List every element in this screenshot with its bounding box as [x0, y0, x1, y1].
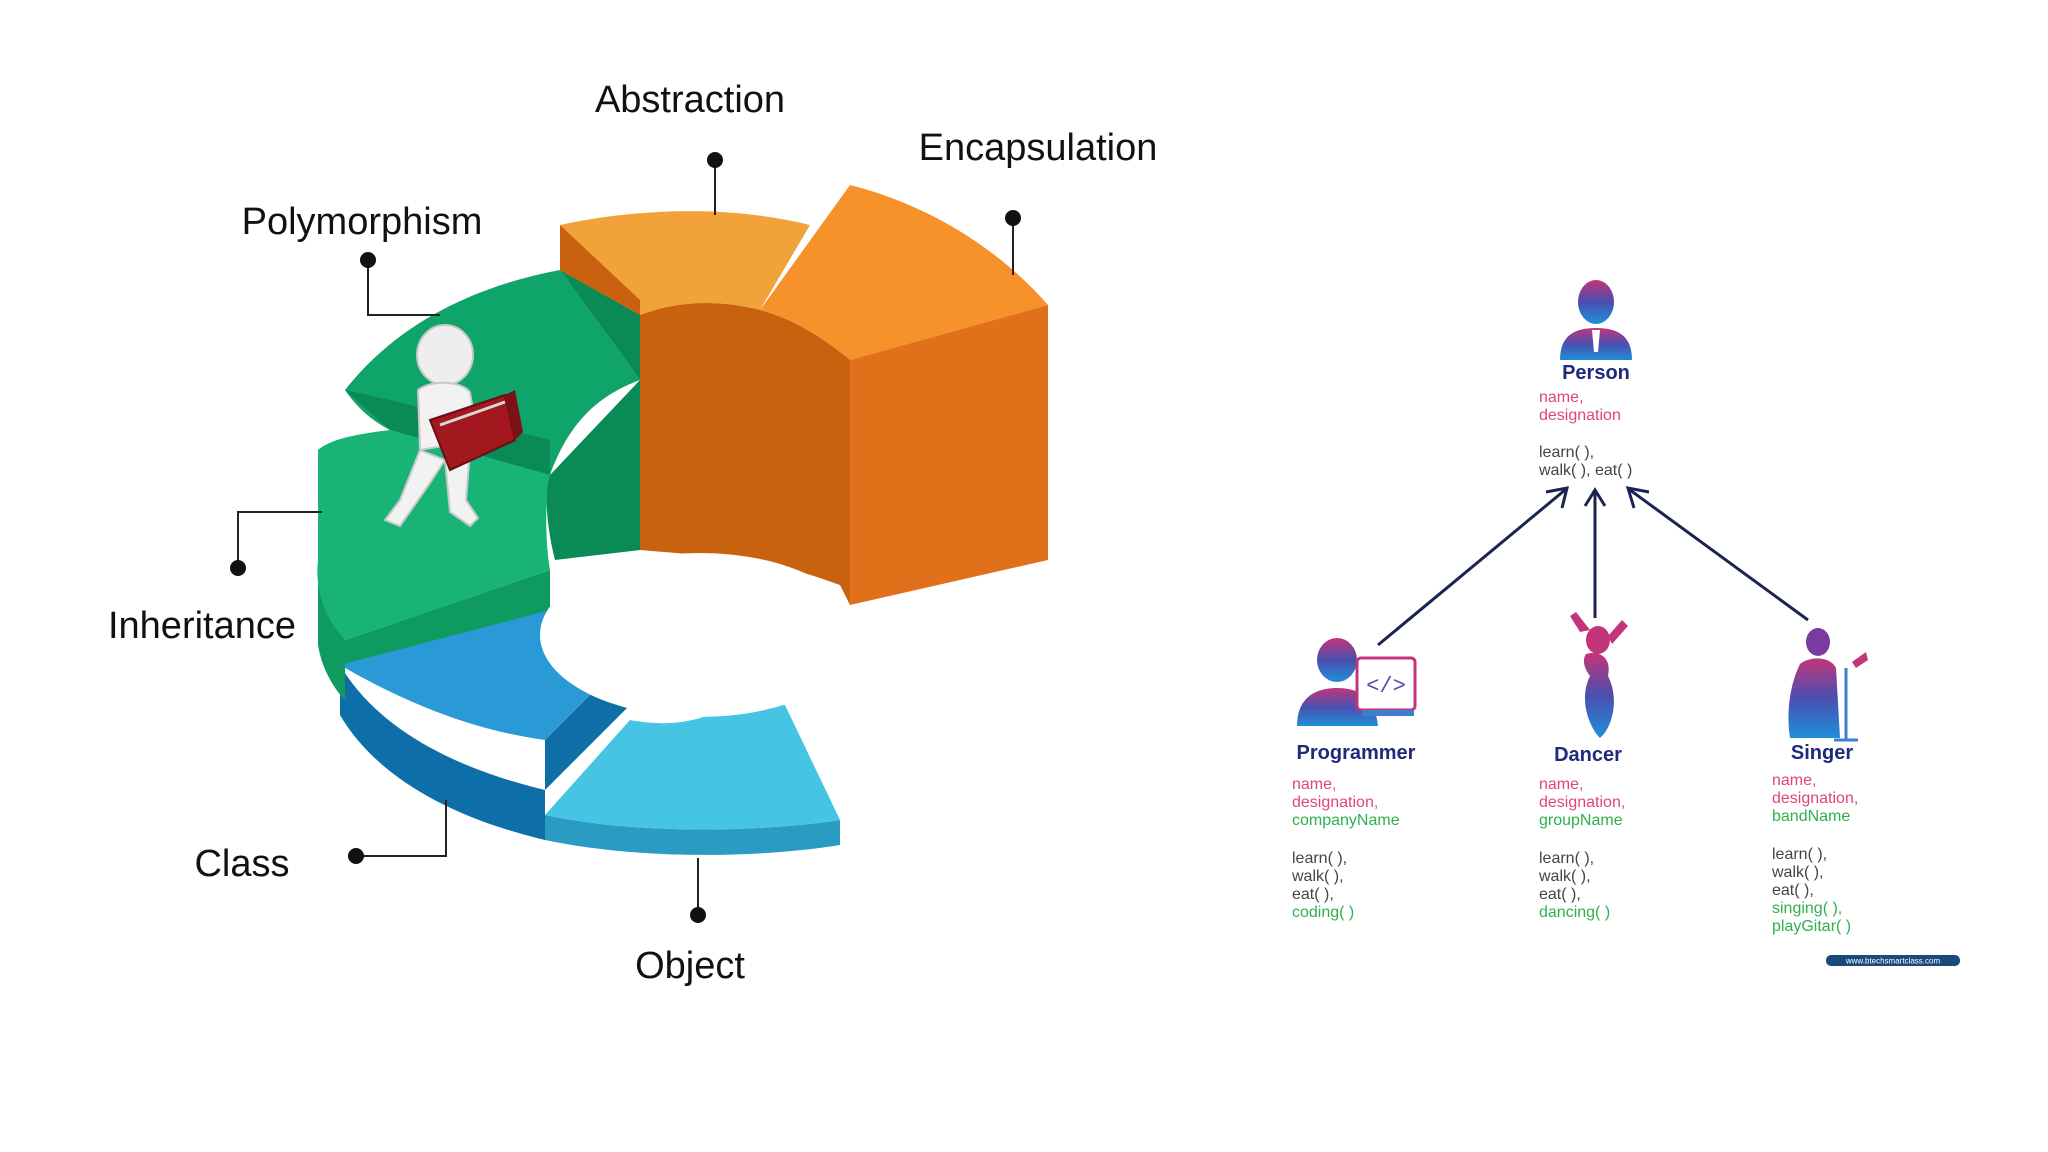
attribute-line: designation: [1539, 407, 1621, 424]
class-person: Person name,designation learn( ),walk( )…: [1538, 280, 1632, 479]
callout-object: [690, 858, 706, 923]
svg-text:</>: </>: [1366, 674, 1406, 699]
watermark-badge: www.btechsmartclass.com: [1826, 955, 1960, 966]
attribute-line: name,: [1772, 772, 1816, 789]
class-name-person: Person: [1562, 362, 1630, 384]
segment-inheritance: [317, 430, 550, 700]
singer-methods: learn( ),walk( ),eat( ),singing( ),playG…: [1771, 846, 1851, 935]
extra-attribute-line: bandName: [1772, 808, 1850, 825]
method-line: eat( ),: [1539, 886, 1581, 903]
label-class: Class: [194, 843, 289, 885]
callout-polymorphism: [360, 252, 440, 316]
attribute-line: name,: [1292, 776, 1336, 793]
method-line: walk( ),: [1538, 868, 1591, 885]
oop-wheel: Abstraction Encapsulation Polymorphism I…: [108, 79, 1157, 987]
attribute-line: designation,: [1539, 794, 1625, 811]
person-icon: [1560, 280, 1632, 360]
class-name-singer: Singer: [1791, 742, 1853, 764]
dancer-icon: [1570, 612, 1628, 738]
attribute-line: designation,: [1772, 790, 1858, 807]
label-encapsulation: Encapsulation: [919, 127, 1158, 169]
callout-encapsulation: [1005, 210, 1021, 275]
label-polymorphism: Polymorphism: [242, 201, 483, 243]
extra-method-line: playGitar( ): [1772, 918, 1851, 935]
watermark-text: www.btechsmartclass.com: [1845, 957, 1941, 966]
label-inheritance: Inheritance: [108, 605, 296, 647]
method-line: learn( ),: [1539, 444, 1594, 461]
class-hierarchy: Person name,designation learn( ),walk( )…: [1291, 280, 1960, 966]
attribute-line: designation,: [1292, 794, 1378, 811]
callout-abstraction: [707, 152, 723, 215]
class-singer: Singer name,designation,bandName learn( …: [1771, 628, 1868, 935]
segment-encapsulation: [760, 185, 1048, 605]
attribute-line: name,: [1539, 389, 1583, 406]
method-line: learn( ),: [1772, 846, 1827, 863]
class-programmer: </> Programmer name,designation,companyN…: [1291, 638, 1417, 921]
method-line: walk( ), eat( ): [1538, 462, 1632, 479]
method-line: learn( ),: [1539, 850, 1594, 867]
singer-attributes: name,designation,bandName: [1772, 772, 1858, 825]
callout-class: [348, 800, 447, 864]
extra-attribute-line: groupName: [1539, 812, 1623, 829]
attribute-line: name,: [1539, 776, 1583, 793]
programmer-icon: </>: [1297, 638, 1417, 726]
inheritance-arrows: [1377, 486, 1809, 647]
programmer-attributes: name,designation,companyName: [1292, 776, 1400, 829]
method-line: walk( ),: [1771, 864, 1824, 881]
wheel-center-hole: [540, 553, 860, 717]
reading-figure-icon: [383, 324, 523, 528]
method-line: walk( ),: [1291, 868, 1344, 885]
class-dancer: Dancer name,designation,groupName learn(…: [1538, 612, 1628, 921]
label-abstraction: Abstraction: [595, 79, 785, 121]
extra-attribute-line: companyName: [1292, 812, 1400, 829]
label-object: Object: [635, 945, 745, 987]
person-attributes: name,designation: [1539, 389, 1621, 424]
class-name-programmer: Programmer: [1297, 742, 1416, 764]
extra-method-line: singing( ),: [1772, 900, 1842, 917]
extra-method-line: coding( ): [1292, 904, 1354, 921]
singer-icon: [1788, 628, 1868, 742]
arrow-singer-to-person: [1629, 488, 1809, 622]
programmer-methods: learn( ),walk( ),eat( ),coding( ): [1291, 850, 1354, 921]
callout-inheritance: [230, 511, 322, 576]
dancer-attributes: name,designation,groupName: [1539, 776, 1625, 829]
arrow-programmer-to-person: [1377, 488, 1566, 647]
dancer-methods: learn( ),walk( ),eat( ),dancing( ): [1538, 850, 1610, 921]
extra-method-line: dancing( ): [1539, 904, 1610, 921]
segment-object: [545, 700, 840, 855]
method-line: eat( ),: [1772, 882, 1814, 899]
method-line: learn( ),: [1292, 850, 1347, 867]
person-methods: learn( ),walk( ), eat( ): [1538, 444, 1632, 479]
method-line: eat( ),: [1292, 886, 1334, 903]
class-name-dancer: Dancer: [1554, 744, 1622, 766]
